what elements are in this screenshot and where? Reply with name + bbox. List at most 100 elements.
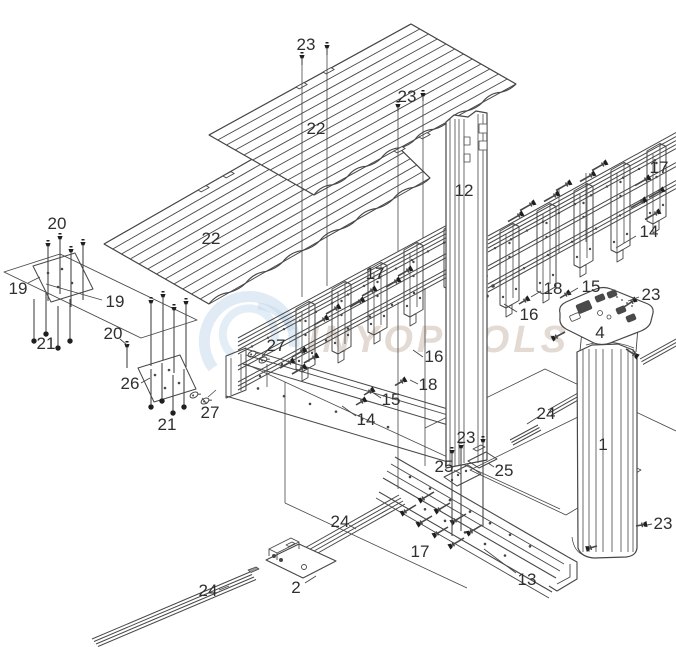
part-label: 23 xyxy=(642,285,661,304)
watermark-swirl-icon xyxy=(257,302,296,332)
bolt-icon xyxy=(170,410,176,416)
part-label: 24 xyxy=(537,404,556,423)
track-rails-24 xyxy=(91,338,676,647)
screw-icon xyxy=(394,376,408,387)
part-label: 22 xyxy=(307,119,326,138)
label-leader-line xyxy=(371,391,382,399)
label-leader-line xyxy=(140,377,151,384)
latch-keypad-4 xyxy=(550,286,654,360)
part-label: 18 xyxy=(419,375,438,394)
screw-icon xyxy=(385,276,402,288)
label-leader-line xyxy=(646,523,653,526)
part-label: 24 xyxy=(331,512,350,531)
keypad-button xyxy=(615,305,627,315)
part-label: 22 xyxy=(202,229,221,248)
screw-icon xyxy=(415,515,433,528)
part-label: 17 xyxy=(650,158,669,177)
part-label: 12 xyxy=(455,181,474,200)
screw-icon xyxy=(399,504,417,517)
watermark-swirl-icon xyxy=(218,304,279,359)
bolt-icon xyxy=(148,404,154,410)
screw-icon xyxy=(635,521,648,528)
label-leader-line xyxy=(119,338,128,346)
screw-icon xyxy=(279,357,296,369)
part-label: 18 xyxy=(544,279,563,298)
screw-icon xyxy=(648,186,666,199)
screw-icon xyxy=(625,348,640,360)
screw-icon xyxy=(644,208,662,221)
part-label: 25 xyxy=(435,457,454,476)
label-leader-line xyxy=(412,349,424,358)
part-label: 4 xyxy=(595,323,604,342)
right-rail-assembly-14-17 xyxy=(484,132,676,318)
screw-icon xyxy=(417,491,435,504)
screw-icon xyxy=(543,190,561,203)
label-leader-line xyxy=(201,397,208,405)
label-leader-line xyxy=(615,235,637,249)
screw-icon xyxy=(313,314,330,326)
bolt-icon xyxy=(80,242,86,246)
label-leader-line xyxy=(218,585,230,591)
part-label: 20 xyxy=(48,214,67,233)
bolt-icon xyxy=(67,338,73,344)
bolt-icon xyxy=(43,331,49,337)
label-leader-line xyxy=(27,276,41,284)
screw-icon xyxy=(465,524,483,537)
part-label: 23 xyxy=(297,35,316,54)
clip-icon xyxy=(247,350,259,358)
screw-icon xyxy=(433,502,451,515)
screw-icon xyxy=(291,363,308,375)
bolt-icon xyxy=(171,307,177,311)
label-leader-line xyxy=(348,524,357,530)
part-label: 15 xyxy=(382,390,401,409)
screw-icon xyxy=(591,159,609,172)
keypad-button xyxy=(606,289,618,299)
screw-icon xyxy=(361,285,378,297)
part-label: 13 xyxy=(518,570,537,589)
part-label: 25 xyxy=(495,461,514,480)
screw-icon xyxy=(585,545,598,552)
bolt-icon xyxy=(148,300,154,304)
bolt-icon xyxy=(449,450,455,454)
label-leader-line xyxy=(487,462,495,468)
bolt-icon xyxy=(124,344,130,348)
label-leader-line xyxy=(530,290,542,298)
part-label: 2 xyxy=(291,578,300,597)
bolt-icon xyxy=(45,243,51,247)
bolt-icon xyxy=(31,338,37,344)
bolt-icon xyxy=(68,249,74,253)
screw-icon xyxy=(325,303,342,315)
label-leader-line xyxy=(453,469,462,475)
bolt-icon xyxy=(181,404,187,410)
part-label: 27 xyxy=(201,403,220,422)
screw-icon xyxy=(507,210,525,223)
screw-icon xyxy=(630,196,648,209)
base-plate-2 xyxy=(265,537,337,579)
label-leader-line xyxy=(627,296,640,302)
keypad-button xyxy=(625,313,637,323)
bolt-icon xyxy=(183,301,189,305)
screw-icon xyxy=(550,331,566,342)
label-leader-line xyxy=(261,349,269,357)
bolt-icon xyxy=(395,104,401,108)
corrugated-panels-22 xyxy=(103,23,517,305)
clip-icon xyxy=(189,391,201,399)
screw-icon xyxy=(431,526,449,539)
label-leader-line xyxy=(483,548,517,574)
part-label: 21 xyxy=(158,415,177,434)
screw-icon xyxy=(579,170,597,183)
part-label: 27 xyxy=(267,336,286,355)
part-label: 20 xyxy=(104,324,123,343)
label-leader-line xyxy=(304,575,317,584)
bolt-icon xyxy=(480,439,486,443)
bolt-icon xyxy=(57,236,63,240)
part-label: 16 xyxy=(520,305,539,324)
screw-icon xyxy=(447,537,465,550)
part-label: 15 xyxy=(582,277,601,296)
screw-icon xyxy=(518,295,531,305)
part-label: 17 xyxy=(411,542,430,561)
label-leader-line xyxy=(503,303,518,313)
clip-icon xyxy=(258,356,270,364)
